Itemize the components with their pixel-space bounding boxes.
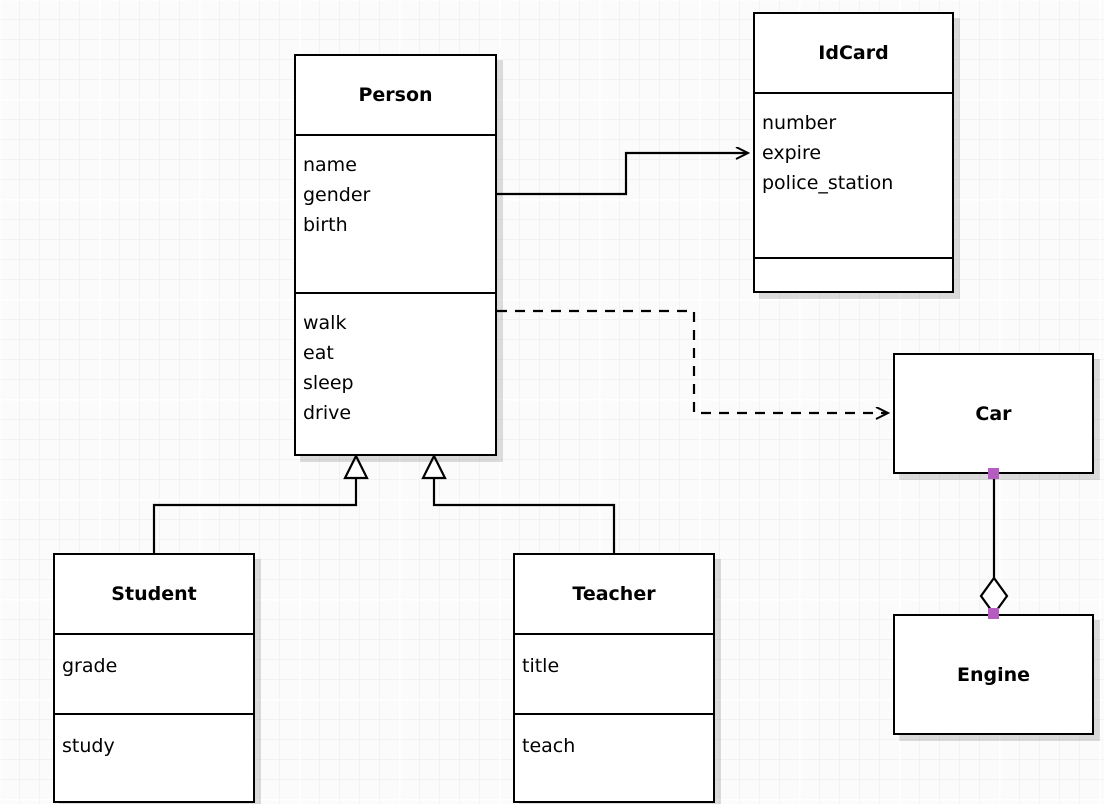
attribute-item: grade: [62, 655, 118, 677]
class-box-car[interactable]: Car: [893, 353, 1094, 474]
attribute-item: expire: [762, 142, 822, 164]
class-methods-student: study: [55, 713, 253, 803]
method-item: walk: [303, 312, 347, 334]
class-attributes-idcard: number expire police_station: [755, 92, 952, 257]
class-box-student[interactable]: Student grade study: [53, 553, 255, 803]
method-item: sleep: [303, 372, 354, 394]
class-box-idcard[interactable]: IdCard number expire police_station: [753, 12, 954, 293]
class-name-idcard: IdCard: [818, 42, 889, 64]
relation-teacher-person[interactable]: [421, 453, 616, 553]
class-box-teacher[interactable]: Teacher title teach: [513, 553, 715, 803]
class-attributes-teacher: title: [515, 633, 713, 713]
relation-person-car[interactable]: [497, 309, 888, 413]
attribute-item: number: [762, 112, 837, 134]
class-name-engine: Engine: [956, 663, 1031, 686]
method-item: eat: [303, 342, 334, 364]
attribute-item: name: [303, 154, 357, 176]
class-methods-person: walk eat sleep drive: [296, 292, 495, 454]
method-item: drive: [303, 402, 352, 424]
relation-person-idcard[interactable]: [497, 153, 748, 196]
attribute-item: title: [522, 655, 560, 677]
connection-handle-engine[interactable]: [988, 608, 999, 619]
method-item: study: [62, 735, 115, 757]
attribute-item: gender: [303, 184, 371, 206]
class-methods-idcard: [755, 257, 952, 295]
class-box-engine[interactable]: Engine: [893, 614, 1094, 735]
class-box-person[interactable]: Person name gender birth walk eat sleep …: [294, 54, 497, 456]
class-name-student: Student: [111, 583, 197, 605]
class-attributes-student: grade: [55, 633, 253, 713]
class-name-teacher: Teacher: [572, 583, 656, 605]
class-name-person: Person: [358, 84, 433, 106]
class-methods-teacher: teach: [515, 713, 713, 803]
method-item: teach: [522, 735, 576, 757]
relation-car-engine[interactable]: [979, 474, 1009, 616]
attribute-item: birth: [303, 214, 348, 236]
class-attributes-person: name gender birth: [296, 134, 495, 292]
attribute-item: police_station: [762, 172, 894, 194]
class-name-car: Car: [975, 402, 1012, 425]
connection-handle-car[interactable]: [988, 468, 999, 479]
relation-student-person[interactable]: [152, 453, 369, 553]
